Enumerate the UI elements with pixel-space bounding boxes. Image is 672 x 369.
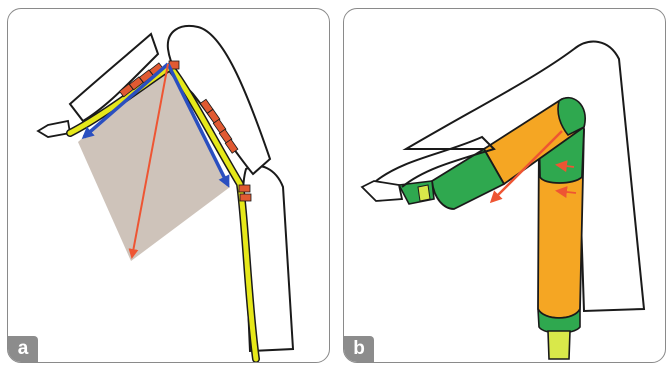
panel-a: a	[7, 8, 330, 363]
fingertip	[362, 181, 402, 201]
distal-yellow-band	[418, 185, 430, 201]
fingertip	[38, 121, 70, 137]
finger-segment-diagram	[344, 9, 666, 363]
base-tendon	[548, 331, 570, 359]
panel-b: b	[343, 8, 666, 363]
panel-label-b: b	[344, 336, 374, 362]
panel-label-a: a	[8, 336, 38, 362]
finger-force-diagram	[8, 9, 330, 363]
